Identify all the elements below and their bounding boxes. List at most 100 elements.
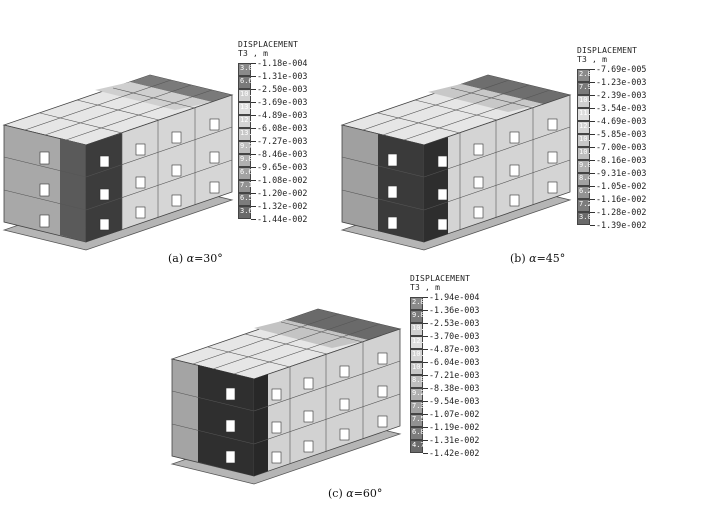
legend-tick xyxy=(251,180,256,181)
legend-tick xyxy=(423,414,428,415)
legend-value: -1.31e-003 xyxy=(257,71,308,81)
legend-tick xyxy=(590,82,595,83)
legend-tick xyxy=(423,297,428,298)
legend-swatch: 8.4% xyxy=(577,173,596,186)
legend-swatch: 12.1% xyxy=(410,336,433,349)
legend-swatch: 13.4% xyxy=(238,102,261,115)
legend-tick xyxy=(251,128,256,129)
legend-percentage: 7.2% xyxy=(579,200,596,208)
legend-value: -6.04e-003 xyxy=(429,357,480,367)
legend-value: -7.00e-003 xyxy=(596,142,647,152)
legend-swatch: 9.7% xyxy=(238,141,257,154)
legend-value: -1.32e-002 xyxy=(257,201,308,211)
legend-swatch: 6.6% xyxy=(238,167,257,180)
legend-percentage: 10.5% xyxy=(579,148,601,156)
legend-swatch: 12.8% xyxy=(577,121,600,134)
legend-percentage: 12.1% xyxy=(412,337,434,345)
legend-percentage: 7.9% xyxy=(579,83,596,91)
legend-value: -2.39e-003 xyxy=(596,90,647,100)
legend-b: DISPLACEMENT T3 , m 2.8%7.9%10.4%11.3%12… xyxy=(577,46,657,234)
legend-swatch: 9.8% xyxy=(410,310,429,323)
legend-percentage: 12.8% xyxy=(579,122,601,130)
legend-percentage: 12.5% xyxy=(240,116,262,124)
legend-tick xyxy=(590,186,595,187)
legend-tick xyxy=(423,310,428,311)
legend-title: DISPLACEMENT xyxy=(410,274,471,283)
legend-tick xyxy=(251,115,256,116)
legend-value: -3.70e-003 xyxy=(429,331,480,341)
legend-value: -1.23e-003 xyxy=(596,77,647,87)
legend-subtitle: T3 , m xyxy=(577,55,608,64)
legend-value: -5.85e-003 xyxy=(596,129,647,139)
legend-percentage: 9.7% xyxy=(240,142,257,150)
legend-value: -1.42e-002 xyxy=(429,448,480,458)
legend-swatch: 10.5% xyxy=(577,147,600,160)
legend-value: -8.16e-003 xyxy=(596,155,647,165)
legend-c: DISPLACEMENT T3 , m 2.8%9.8%10.6%12.1%10… xyxy=(410,274,490,462)
legend-percentage: 2.8% xyxy=(579,70,596,78)
legend-swatch: 4.7% xyxy=(410,440,429,453)
legend-swatch: 7.5% xyxy=(410,414,429,427)
legend-value: -1.44e-002 xyxy=(257,214,308,224)
legend-value: -8.38e-003 xyxy=(429,383,480,393)
legend-percentage: 3.0% xyxy=(240,64,257,72)
legend-swatch: 6.8% xyxy=(410,427,429,440)
building-model-b xyxy=(340,74,572,251)
legend-value: -1.20e-002 xyxy=(257,188,308,198)
legend-value: -2.50e-003 xyxy=(257,84,308,94)
legend-value: -1.39e-002 xyxy=(596,220,647,230)
building-model-a xyxy=(2,74,234,251)
legend-percentage: 3.6% xyxy=(240,207,257,215)
legend-swatch: 10.6% xyxy=(410,323,433,336)
legend-a: DISPLACEMENT T3 , m 3.0%6.6%10.3%13.4%12… xyxy=(238,40,318,228)
legend-subtitle: T3 , m xyxy=(410,283,441,292)
legend-value: -9.31e-003 xyxy=(596,168,647,178)
legend-tick xyxy=(251,141,256,142)
legend-swatch: 10.4% xyxy=(577,95,600,108)
legend-swatch: 7.9% xyxy=(577,82,596,95)
legend-tick xyxy=(590,212,595,213)
legend-tick xyxy=(590,199,595,200)
caption-c: (c) α=60° xyxy=(328,487,383,500)
legend-tick xyxy=(590,134,595,135)
legend-tick xyxy=(590,69,595,70)
legend-subtitle: T3 , m xyxy=(238,49,269,58)
legend-swatch: 3.0% xyxy=(238,63,257,76)
legend-value: -4.89e-003 xyxy=(257,110,308,120)
legend-title: DISPLACEMENT xyxy=(238,40,299,49)
caption-a: (a) α=30° xyxy=(168,252,223,265)
legend-tick xyxy=(423,336,428,337)
legend-value: -1.28e-002 xyxy=(596,207,647,217)
legend-swatch: 8.9% xyxy=(410,375,429,388)
legend-tick xyxy=(251,63,256,64)
legend-scale: 2.8%7.9%10.4%11.3%12.8%10.5%10.5%9.0%8.4… xyxy=(577,64,657,234)
legend-percentage: 7.5% xyxy=(412,415,429,423)
legend-value: -1.08e-002 xyxy=(257,175,308,185)
legend-tick xyxy=(251,154,256,155)
legend-swatch: 6.2% xyxy=(577,186,596,199)
legend-tick xyxy=(251,89,256,90)
legend-value: -6.08e-003 xyxy=(257,123,308,133)
legend-percentage: 10.4% xyxy=(412,350,434,358)
legend-value: -1.31e-002 xyxy=(429,435,480,445)
legend-value: -4.87e-003 xyxy=(429,344,480,354)
legend-value: -7.21e-003 xyxy=(429,370,480,380)
legend-tick xyxy=(590,160,595,161)
legend-percentage: 9.2% xyxy=(412,389,429,397)
legend-swatch: 9.0% xyxy=(577,160,596,173)
legend-swatch: 7.1% xyxy=(238,180,257,193)
legend-swatch: 2.8% xyxy=(577,69,596,82)
legend-tick xyxy=(423,401,428,402)
legend-value: -1.19e-002 xyxy=(429,422,480,432)
legend-percentage: 10.5% xyxy=(579,135,601,143)
legend-percentage: 6.2% xyxy=(579,187,596,195)
legend-value: -1.94e-004 xyxy=(429,292,480,302)
legend-swatch: 3.6% xyxy=(238,206,257,219)
legend-value: -1.05e-002 xyxy=(596,181,647,191)
legend-percentage: 6.6% xyxy=(240,168,257,176)
legend-value: -9.54e-003 xyxy=(429,396,480,406)
legend-tick xyxy=(423,323,428,324)
legend-value: -8.46e-003 xyxy=(257,149,308,159)
legend-tick xyxy=(590,173,595,174)
legend-percentage: 10.0% xyxy=(412,363,434,371)
